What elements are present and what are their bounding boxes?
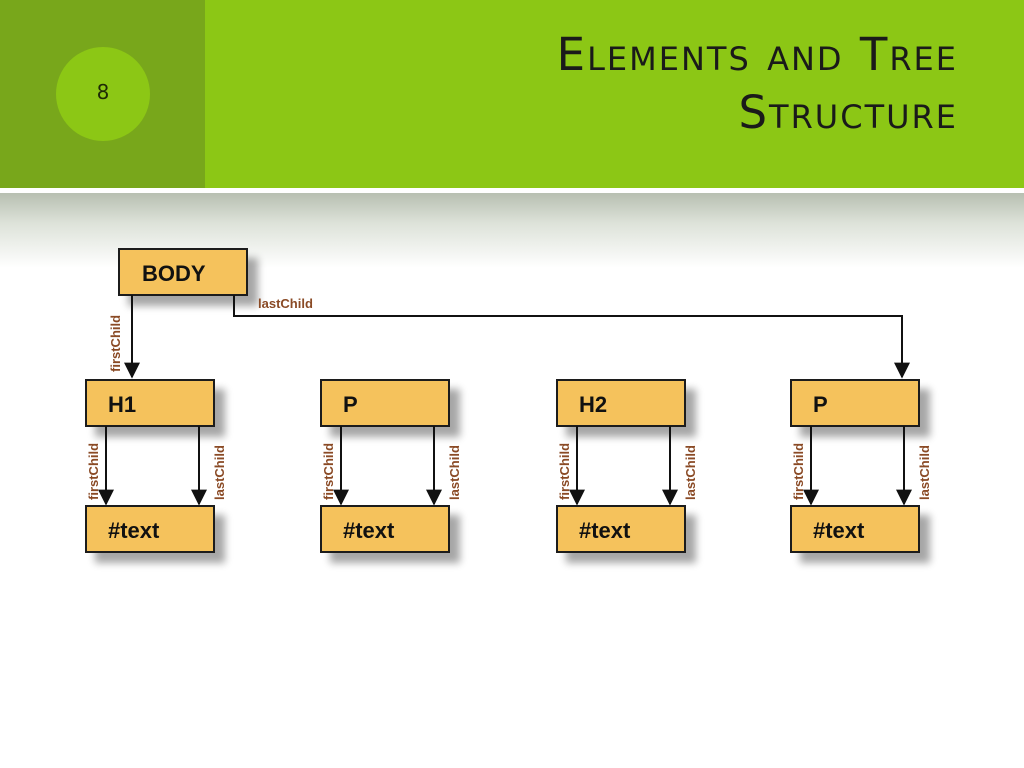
node-1-label: H1 (108, 392, 136, 417)
node-1-text-box (85, 505, 215, 553)
node-3-box (556, 379, 686, 427)
node-4-box (790, 379, 920, 427)
edge-body-lastchild (233, 295, 910, 379)
slide-title: Elements and Tree Structure (218, 26, 958, 142)
node-3-text-label: #text (579, 518, 631, 543)
slide-number-badge (56, 47, 150, 141)
slide-number: 8 (96, 80, 110, 104)
edge-4-firstchild-label: firstChild (791, 443, 806, 500)
header-divider (0, 188, 1024, 193)
edge-body-lastchild-label: lastChild (258, 296, 313, 311)
edge-1-lastchild-label: lastChild (212, 445, 227, 500)
node-4-text-label: #text (813, 518, 865, 543)
node-2-text-label: #text (343, 518, 395, 543)
edge-2-lastchild-label: lastChild (447, 445, 462, 500)
edge-3-firstchild-label: firstChild (557, 443, 572, 500)
node-4-text-box (790, 505, 920, 553)
node-body-label: BODY (142, 261, 206, 286)
slide-title-line-2: Structure (738, 86, 958, 139)
edge-3-lastchild-label: lastChild (683, 445, 698, 500)
slide-title-line-1: Elements and Tree (556, 28, 958, 81)
node-1-box (85, 379, 215, 427)
node-3-label: H2 (579, 392, 607, 417)
node-4-label: P (813, 392, 828, 417)
header-title-panel (205, 0, 1024, 188)
node-1-text-label: #text (108, 518, 160, 543)
edge-1-firstchild-label: firstChild (86, 443, 101, 500)
node-2-label: P (343, 392, 358, 417)
edge-2-firstchild-label: firstChild (321, 443, 336, 500)
edge-4-lastchild-label: lastChild (917, 445, 932, 500)
edge-body-firstchild-label: firstChild (108, 315, 123, 372)
node-2-box (320, 379, 450, 427)
node-3-text-box (556, 505, 686, 553)
node-2-text-box (320, 505, 450, 553)
node-body: BODY (118, 248, 248, 296)
